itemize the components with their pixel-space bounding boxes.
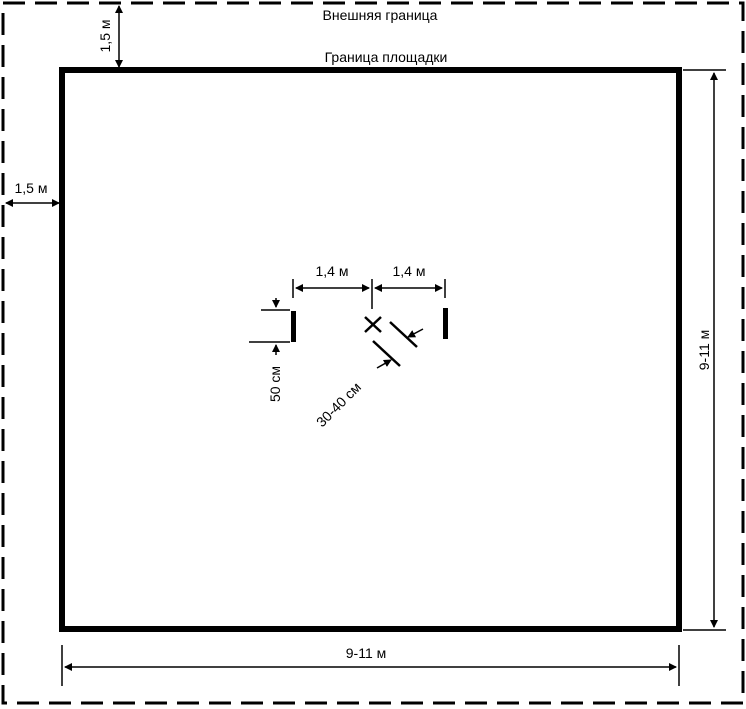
spacing-left-label: 1,4 м — [316, 263, 349, 279]
target-size-label: 50 см — [267, 366, 283, 402]
outer-gap-left-label: 1,5 м — [15, 180, 48, 196]
outer-boundary-label: Внешняя граница — [323, 7, 438, 23]
left-target — [291, 311, 296, 342]
diagonal-line-lower — [372, 340, 401, 367]
outer-gap-top-label: 1,5 м — [97, 20, 113, 53]
court-boundary — [59, 67, 682, 632]
center-cross — [364, 316, 382, 333]
spacing-right-label: 1,4 м — [393, 263, 426, 279]
court-height-label: 9-11 м — [696, 330, 712, 371]
line-offset-arrow-upper — [407, 328, 424, 338]
court-width-label: 9-11 м — [346, 645, 387, 661]
line-offset-label: 30-40 см — [313, 379, 364, 430]
court-boundary-label: Граница площадки — [325, 49, 448, 65]
line-offset-arrow-lower — [376, 359, 392, 369]
diagonal-line-upper — [389, 321, 418, 348]
right-target — [443, 308, 448, 339]
